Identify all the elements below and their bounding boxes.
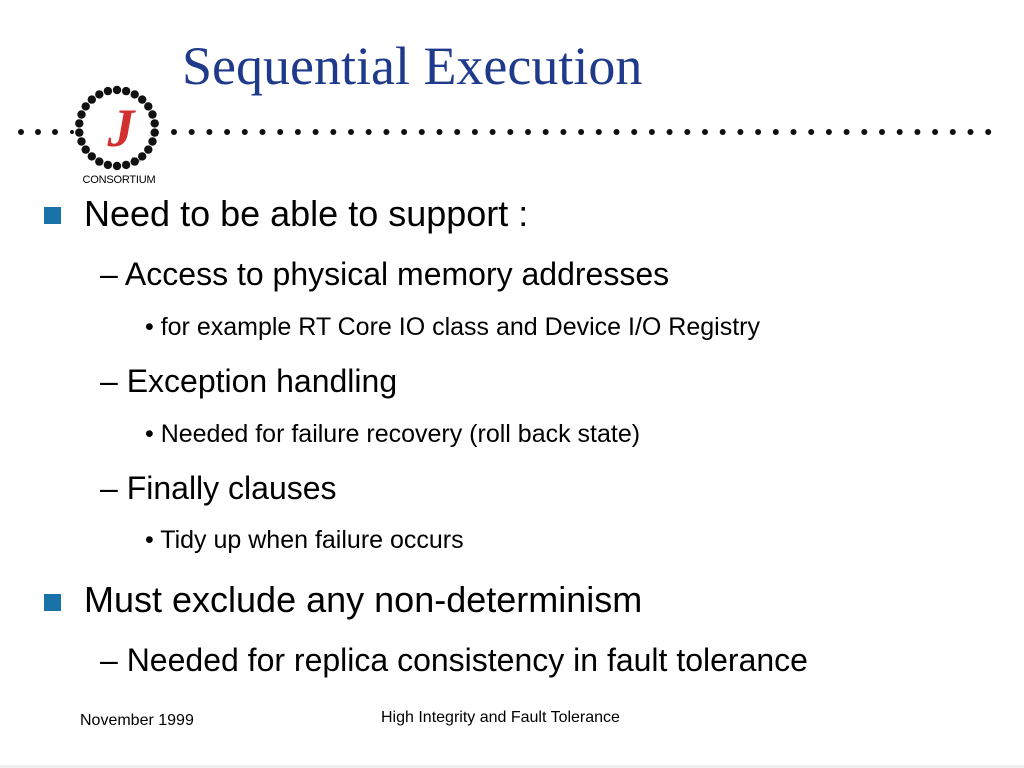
bullet-l2: – Finally clauses	[100, 470, 337, 506]
bottom-rule	[0, 765, 1024, 768]
logo-trademark: TM	[132, 158, 141, 164]
logo-letter: J	[107, 98, 137, 158]
slide-title: Sequential Execution	[182, 36, 643, 96]
bullet-l2: – Exception handling	[100, 363, 398, 399]
consortium-logo: J TM CONSORTIUM	[74, 82, 164, 192]
bullet-l1: Must exclude any non-determinism	[84, 579, 643, 620]
footer-date: November 1999	[80, 712, 194, 729]
bullet-l3: • Tidy up when failure occurs	[145, 526, 464, 554]
j-consortium-logo-icon: J TM	[75, 85, 159, 171]
bullet-l2: – Needed for replica consistency in faul…	[100, 642, 808, 678]
square-bullet-icon	[44, 594, 61, 611]
bullet-l3: • Needed for failure recovery (roll back…	[145, 420, 641, 448]
bullet-l2: – Access to physical memory addresses	[100, 256, 670, 292]
square-bullet-icon	[44, 207, 61, 224]
dotted-rule-left	[18, 129, 74, 135]
bullet-l3: • for example RT Core IO class and Devic…	[145, 313, 760, 341]
bullet-l1: Need to be able to support :	[84, 193, 529, 234]
dotted-rule-right	[171, 129, 992, 135]
logo-text: CONSORTIUM	[82, 174, 156, 186]
footer-title: High Integrity and Fault Tolerance	[381, 709, 620, 726]
